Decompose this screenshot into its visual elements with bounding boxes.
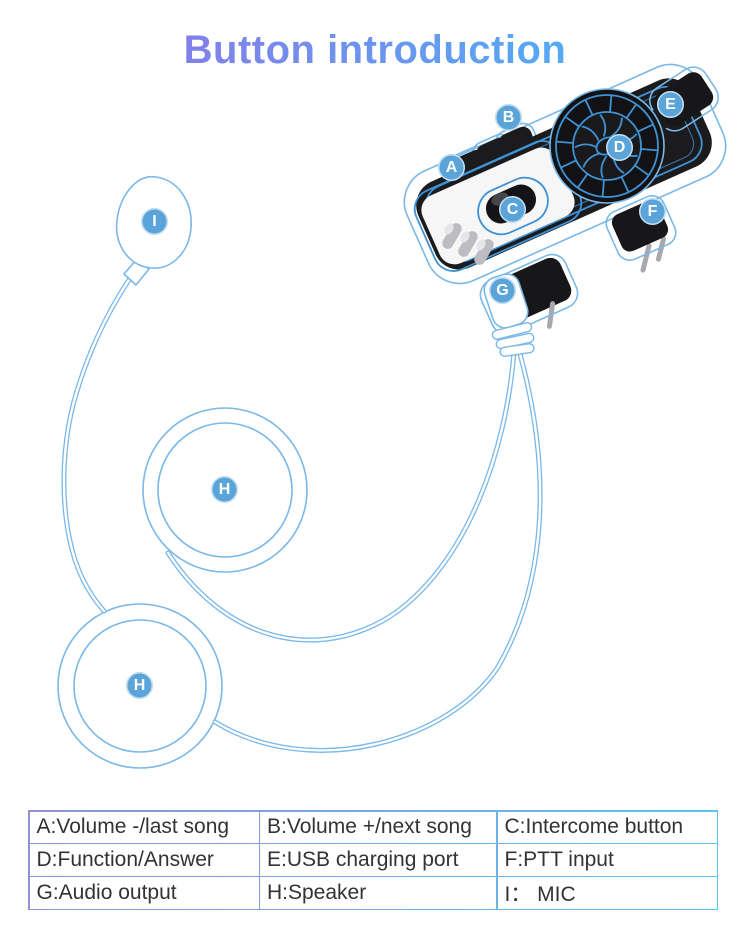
page-title: Button introduction [183, 28, 567, 72]
cables [61, 274, 543, 753]
plug-rib [499, 343, 535, 357]
legend-cell-f: F:PTT input [497, 844, 717, 876]
legend-cell-a: A:Volume -/last song [29, 811, 259, 843]
speaker2-cable-core [213, 352, 542, 752]
callout-f: F [639, 198, 666, 225]
callout-c: C [499, 196, 526, 223]
dial-petal [600, 155, 608, 178]
legend-cell-d: D:Function/Answer [29, 844, 259, 876]
dial-spoke [634, 164, 650, 177]
dial-petal [581, 125, 600, 142]
main-unit [403, 63, 727, 357]
mic-cable [61, 274, 134, 614]
callout-h-lower: H [126, 672, 153, 699]
dial-petal [599, 114, 607, 137]
plug-rib [491, 322, 533, 340]
audio-output-outline [479, 253, 579, 335]
led-cap [444, 223, 454, 235]
callout-b: B [495, 104, 522, 131]
ptt-connector-outline [605, 195, 677, 261]
title-wrap: Button introduction [0, 28, 750, 73]
dial-spoke [625, 103, 638, 119]
legend-table: A:Volume -/last song B:Volume +/next son… [28, 810, 718, 910]
intercom-button-outline [477, 176, 549, 236]
led-indicator [442, 223, 462, 249]
headset-diagram [57, 63, 727, 769]
speaker-inner-ring [157, 422, 293, 558]
dial-spoke [576, 173, 589, 189]
dial-spoke [560, 159, 577, 169]
speaker1-cable-core [166, 350, 516, 642]
dial-petal [574, 143, 598, 149]
ptt-pin [655, 236, 667, 262]
dial-spokes [556, 95, 658, 197]
legend-cell-e: E:USB charging port [260, 844, 496, 876]
dial-sketch-ring [549, 88, 665, 204]
callout-e: E [657, 91, 684, 118]
callout-i: I [141, 208, 168, 235]
dial-spoke [637, 123, 654, 133]
legend-cell-i: I： MIC [497, 877, 717, 909]
led-cap [460, 231, 470, 243]
dial-spoke [556, 140, 574, 144]
dial-spoke [601, 179, 605, 197]
callout-a: A [438, 154, 465, 181]
callout-h-upper: H [211, 476, 238, 503]
led-indicator [458, 231, 478, 257]
dial-spoke [609, 95, 613, 113]
speaker-inner-ring [73, 619, 207, 753]
callout-d: D [606, 134, 633, 161]
mic-cable-core [62, 275, 133, 613]
legend-cell-b: B:Volume +/next song [260, 811, 496, 843]
legend-cell-h: H:Speaker [260, 877, 496, 909]
dial-petal [582, 152, 601, 168]
led-indicator [474, 239, 494, 265]
led-cap [476, 239, 486, 251]
callout-g: G [489, 277, 516, 304]
dial-spoke [640, 148, 658, 152]
legend-cell-g: G:Audio output [29, 877, 259, 909]
dial-spoke [584, 99, 594, 116]
dial-spoke [564, 115, 580, 128]
dial-outer-ring [555, 94, 659, 198]
ptt-pin [640, 243, 652, 273]
dial-spoke [620, 176, 630, 193]
dial-inner-ring [572, 111, 642, 181]
legend-cell-c: C:Intercome button [497, 811, 717, 843]
